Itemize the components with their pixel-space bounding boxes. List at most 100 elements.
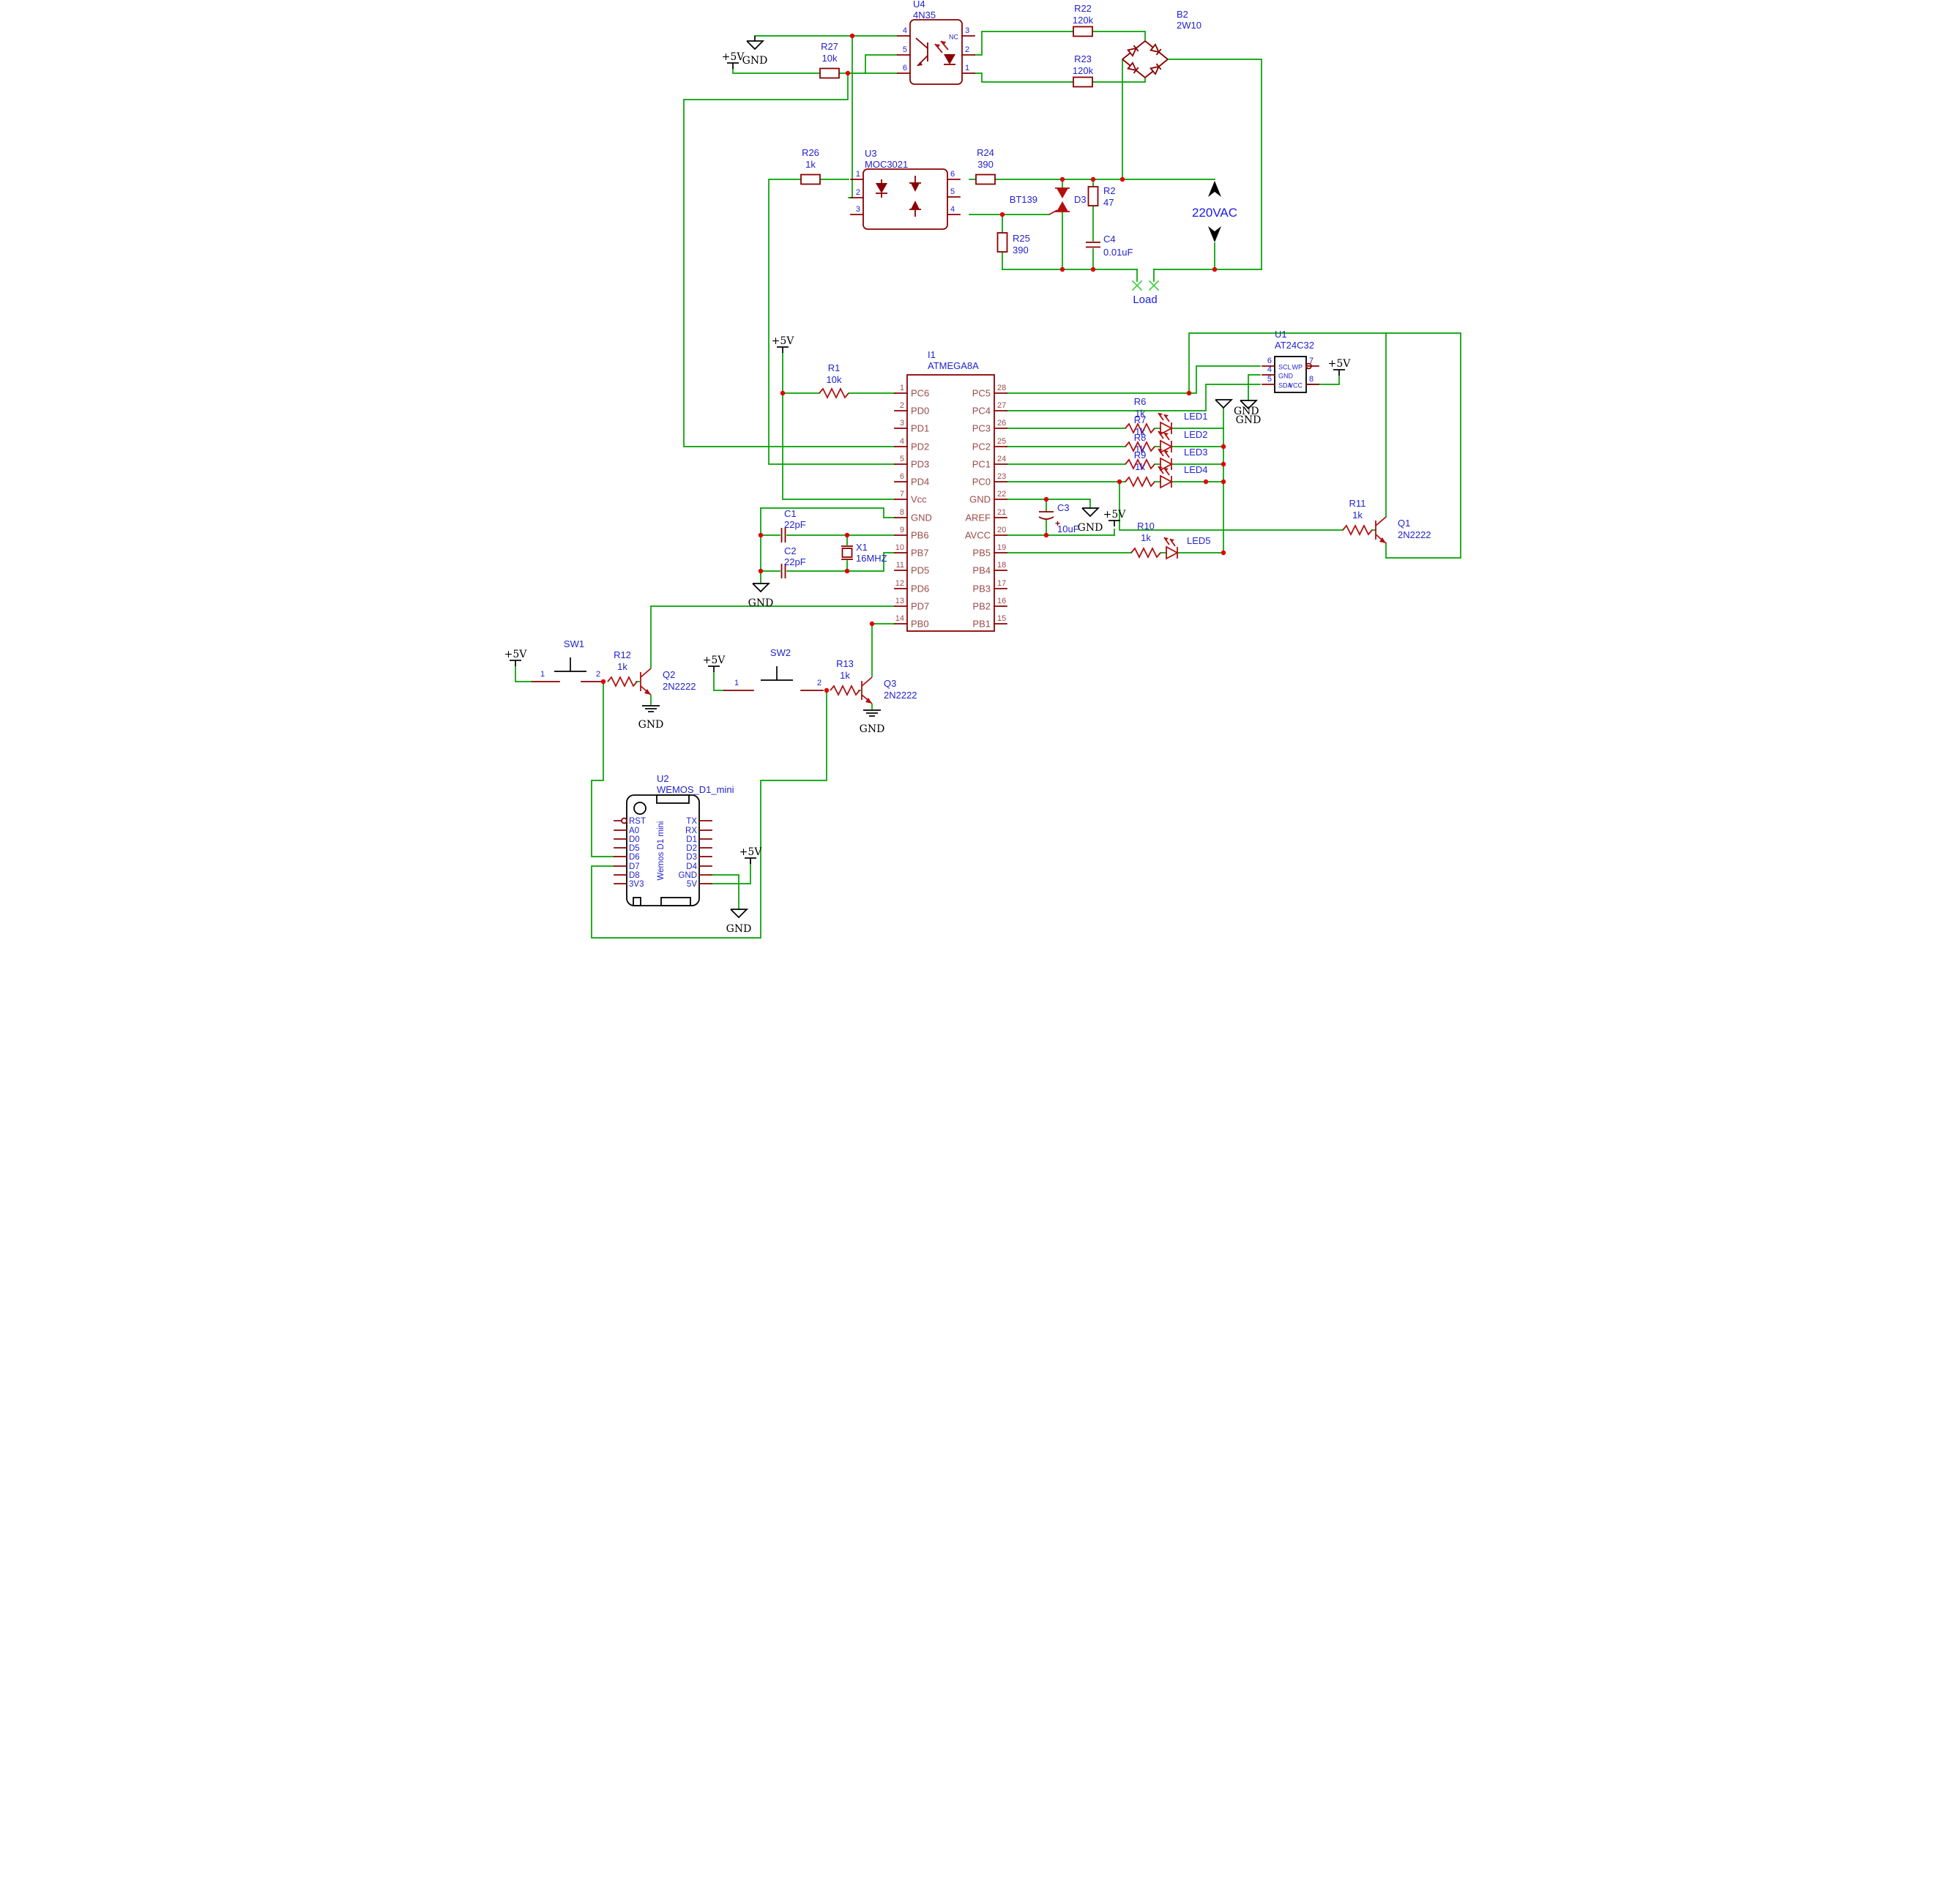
ic-part: WEMOS_D1_mini	[657, 784, 734, 795]
resistor-body	[975, 174, 996, 185]
junction-dot	[1119, 176, 1125, 182]
cap-plus: +	[1055, 518, 1060, 529]
gnd-triangle-icon	[729, 909, 748, 919]
gnd-label: GND	[1235, 414, 1261, 426]
pin-name: PB7	[911, 548, 929, 559]
pin-name: 3V3	[629, 880, 644, 889]
resistor-ref: R8	[1133, 432, 1146, 443]
pin-number: 6	[902, 64, 906, 72]
resistor-value: 47	[1103, 197, 1114, 208]
pin-inversion-circle	[1305, 362, 1312, 370]
gnd-label: GND	[726, 923, 751, 935]
wire	[710, 874, 739, 910]
pin-name: RST	[629, 817, 646, 826]
opto-light-arrowhead-icon	[934, 44, 940, 48]
resistor-ref: R10	[1137, 521, 1155, 532]
power-flag-5v: +5V	[1103, 509, 1126, 526]
power-flag-gnd: GND	[748, 583, 773, 609]
pin-number: 22	[997, 490, 1006, 499]
resistor-ref: R23	[1074, 53, 1092, 64]
pin-name: PB5	[972, 548, 991, 559]
resistor-body	[1072, 26, 1093, 37]
junction-dot	[844, 568, 849, 574]
diode-triangle	[1149, 43, 1160, 53]
ac-arrow-down-icon	[1207, 226, 1221, 242]
transistor-part: 2N2222	[1398, 529, 1431, 540]
pin-name: PB3	[972, 584, 991, 594]
transistor-ref: Q2	[663, 669, 675, 680]
pin-number: 4	[950, 205, 955, 214]
ic-body	[862, 168, 948, 230]
wemos-bottom-tab	[660, 897, 691, 906]
pin-number: 5	[950, 187, 955, 196]
pin-number: 17	[997, 579, 1006, 588]
led-ref: LED2	[1184, 429, 1208, 440]
bridge-diode	[1144, 59, 1169, 78]
pin-name: PC5	[972, 388, 990, 399]
wire	[1091, 31, 1146, 42]
opto-collector-icon	[914, 37, 928, 49]
pin-number: 23	[997, 472, 1006, 481]
wire	[864, 54, 898, 74]
led-ref: LED1	[1184, 411, 1208, 422]
junction-dot	[1059, 176, 1065, 182]
junction-dot	[849, 33, 854, 39]
pin-number: 18	[997, 561, 1006, 570]
diode-bar	[1133, 67, 1139, 74]
pin-number: 5	[899, 455, 903, 463]
pin-name: PD6	[911, 584, 929, 594]
pin-name: SCL	[1278, 364, 1292, 371]
diode-bar	[1133, 45, 1139, 52]
resistor-zigzag	[1130, 546, 1161, 559]
pin-name: PD5	[911, 565, 929, 576]
pin-name: PC3	[972, 423, 990, 434]
resistor-value: 1k	[840, 670, 850, 681]
wire	[1005, 384, 1261, 411]
pin-name: VCC	[1288, 382, 1303, 389]
pin-number: 5	[1267, 375, 1271, 384]
resistor-body	[996, 232, 1007, 253]
crystal-value: 16MHZ	[856, 553, 887, 564]
resistor-zigzag	[1124, 440, 1155, 453]
pin-name: PC2	[972, 441, 990, 452]
resistor-ref: R6	[1133, 396, 1146, 407]
junction-dot	[1043, 532, 1048, 538]
wire	[973, 31, 1074, 56]
pin-number: 24	[997, 455, 1006, 463]
power-flag-gnd: GND	[726, 909, 751, 935]
ic-part: MOC3021	[865, 159, 908, 170]
ic-part: ATMEGA8A	[928, 360, 979, 371]
power-flag-5v: +5V	[739, 846, 762, 864]
ic-body	[1273, 356, 1307, 393]
switch-pin-number: 1	[734, 679, 738, 687]
ic-ref: U4	[913, 0, 925, 10]
power-label: +5V	[771, 335, 794, 347]
switch-ref: SW1	[563, 638, 584, 649]
led-emit-arrowhead-icon	[1163, 450, 1169, 454]
wire	[1118, 481, 1344, 531]
opto-led-triangle-icon	[943, 54, 955, 64]
crystal-ref: X1	[856, 542, 868, 553]
led-triangle	[1159, 474, 1173, 489]
pin-name: A0	[629, 827, 639, 835]
resistor-zigzag	[606, 675, 638, 688]
junction-dot	[1221, 444, 1226, 450]
wire	[731, 67, 821, 74]
led-emit-arrowhead-icon	[1158, 413, 1163, 417]
pin-name: GND	[969, 494, 991, 505]
led-emit-arrowhead-icon	[1169, 539, 1174, 543]
pin-name: D5	[629, 844, 640, 853]
pin-name: PB2	[972, 601, 991, 612]
wire	[712, 671, 725, 691]
wire	[973, 72, 1074, 83]
pin-number: 1	[965, 64, 969, 72]
led-ref: LED5	[1187, 535, 1211, 546]
pin-name: PC4	[972, 406, 990, 417]
